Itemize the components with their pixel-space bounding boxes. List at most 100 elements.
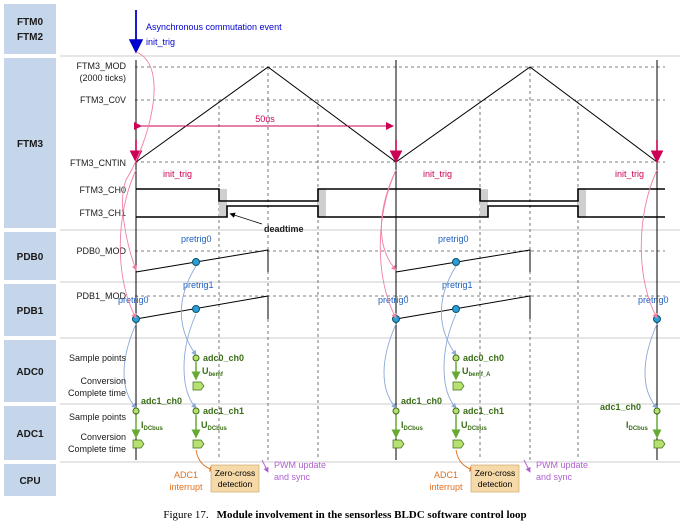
adc0-complete-flag-2 (452, 381, 465, 391)
adc1-u-1: UDCbus (201, 420, 227, 432)
pdb0-pretrig-dot-2 (452, 258, 460, 266)
adc1-label: ADC1 (16, 429, 44, 440)
ftm3-init-trig-2: init_trig (423, 169, 452, 179)
ftm3-ticks-label: (2000 ticks) (79, 73, 126, 83)
adc0-sample-dot-1 (192, 354, 200, 362)
pdb0-ramp-2 (395, 249, 531, 273)
ftm3-label: FTM3 (17, 139, 44, 150)
conversion-curves (123, 265, 658, 409)
pdb1-block (4, 284, 56, 336)
ftm3-ch1-label: FTM3_CH1 (79, 208, 126, 218)
adc0-sample-label: Sample points (69, 353, 127, 363)
pdb0-pretrig0-1: pretrig0 (181, 234, 212, 244)
adc1-ch0-1: adc1_ch0 (141, 396, 182, 406)
ftm3-block (4, 58, 56, 228)
top-init-trig-label: init_trig (146, 37, 175, 47)
event-verticals (135, 60, 658, 460)
pdb1-pretrig0-3: pretrig0 (638, 295, 669, 305)
pwm-update-1a: PWM update (274, 460, 326, 470)
zero-cross-2b: detection (478, 479, 513, 489)
adc1-sample-label: Sample points (69, 412, 127, 422)
cpu-label: CPU (19, 476, 40, 487)
deadtime-shading (219, 189, 586, 217)
pdb1-ramp-2 (395, 295, 531, 320)
ftm3-init-trig-3: init_trig (615, 169, 644, 179)
reference-levels (135, 66, 665, 297)
pdb1-label: PDB1 (17, 306, 44, 317)
cpu-adc1-1b: interrupt (169, 482, 203, 492)
event-label: Asynchronous commutation event (146, 22, 282, 32)
ftm3-ch0-label: FTM3_CH0 (79, 185, 126, 195)
pdb0-pretrig0-2: pretrig0 (438, 234, 469, 244)
pwm-update-2b: and sync (536, 472, 573, 482)
cpu-adc1-2b: interrupt (429, 482, 463, 492)
ftm02-block (4, 4, 56, 54)
pwm-update-2a: PWM update (536, 460, 588, 470)
adc0-complete-flag-1 (192, 381, 205, 391)
figure-caption: Figure 17.Module involvement in the sens… (163, 509, 526, 521)
time-markers (218, 67, 579, 460)
zero-cross-1a: Zero-cross (215, 468, 256, 478)
adc1-conv-arrows (131, 415, 662, 439)
pdb1-ramp-1 (135, 295, 269, 320)
adc0-sample-dot-2 (452, 354, 460, 362)
ftm3-mod-label: FTM3_MOD (77, 61, 127, 71)
adc1-conversion-label: Conversion (80, 432, 126, 442)
pdb0-block (4, 232, 56, 280)
adc1-u-2: UDCbus (461, 420, 487, 432)
ftm2-label: FTM2 (17, 32, 44, 43)
adc1-ch0-3: adc1_ch0 (600, 402, 641, 412)
ftm3-ch0-wave (136, 188, 665, 202)
adc0-block (4, 340, 56, 402)
adc1-i-3: IDCbus (626, 420, 649, 432)
ftm3-c0v-label: FTM3_C0V (80, 95, 126, 105)
adc0-u-2: Ubemf_A (462, 366, 491, 378)
pdb0-label: PDB0 (17, 252, 44, 263)
module-column: FTM0 FTM2 FTM3 PDB0 PDB1 ADC0 ADC1 CPU (4, 4, 56, 496)
cpu-adc1-1a: ADC1 (174, 470, 198, 480)
deadtime-pointer (229, 212, 263, 225)
adc1-complete-flags (132, 439, 666, 449)
adc1-i-1: IDCbus (141, 420, 164, 432)
ftm0-label: FTM0 (17, 17, 44, 28)
adc0-u-1: Ubemf (202, 366, 224, 378)
adc1-ch0-2: adc1_ch0 (401, 396, 442, 406)
init-trig-arrows (129, 140, 664, 164)
adc1-ch1-1: adc1_ch1 (203, 406, 244, 416)
adc0-label: ADC0 (16, 367, 44, 378)
zero-cross-box-1 (210, 464, 260, 493)
adc0-ch0-1: adc0_ch0 (203, 353, 244, 363)
zero-cross-1b: detection (218, 479, 253, 489)
deadtime-label: deadtime (264, 224, 304, 234)
pwm-update-arrow-2 (523, 459, 531, 473)
pdb1-mod-label: PDB1_MOD (76, 291, 126, 301)
cpu-block (4, 464, 56, 496)
zero-cross-box-2 (470, 464, 520, 493)
adc1-block (4, 406, 56, 460)
pdb0-ramp-1 (135, 249, 269, 273)
period-label: 50us (255, 114, 275, 124)
ftm3-cntin-label: FTM3_CNTIN (70, 158, 126, 168)
trigger-curves (119, 51, 658, 319)
pdb0-pretrig-dot-1 (192, 258, 200, 266)
adc1-ch1-2: adc1_ch1 (463, 406, 504, 416)
adc1-i-2: IDCbus (401, 420, 424, 432)
pdb1-pretrig0-2: pretrig0 (378, 295, 409, 305)
ftm3-init-trig-1: init_trig (163, 169, 192, 179)
adc1-sample-dots (132, 407, 661, 415)
pdb1-pretrig0-1: pretrig0 (118, 295, 149, 305)
pwm-update-1b: and sync (274, 472, 311, 482)
zero-cross-2a: Zero-cross (475, 468, 516, 478)
ftm3-ch1-wave (136, 205, 665, 218)
adc0-ch0-2: adc0_ch0 (463, 353, 504, 363)
cpu-adc1-2a: ADC1 (434, 470, 458, 480)
adc0-complete-label: Complete time (68, 388, 126, 398)
pwm-update-arrow-1 (261, 459, 269, 473)
adc1-complete-label: Complete time (68, 444, 126, 454)
row-separators (60, 55, 680, 463)
pdb0-mod-label: PDB0_MOD (76, 246, 126, 256)
adc0-conversion-label: Conversion (80, 376, 126, 386)
pdb1-pretrig1-1: pretrig1 (183, 280, 214, 290)
